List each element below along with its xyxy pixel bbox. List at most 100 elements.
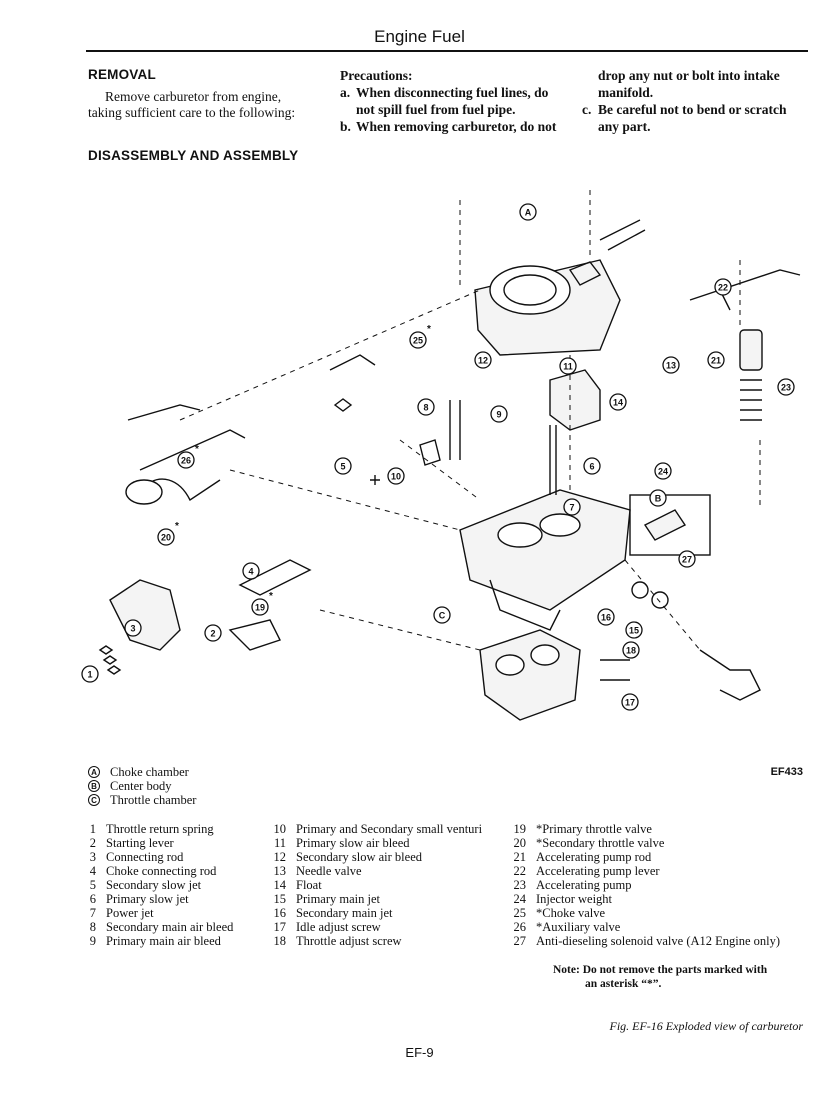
center-body-part <box>459 489 631 631</box>
removal-text-line2: taking sufficient care to the following: <box>88 105 296 120</box>
precaution-b-line2: drop any nut or bolt into intake <box>598 68 780 83</box>
callout-label-n17: 17 <box>625 698 635 708</box>
choke-chamber-part <box>474 219 646 356</box>
part-label: Throttle return spring <box>106 822 214 836</box>
callout-label-n4: 4 <box>248 567 253 577</box>
part-label: Secondary main air bleed <box>106 920 234 934</box>
callout-circle-n26 <box>177 451 195 469</box>
callout-circle-a <box>519 203 537 221</box>
part-list-item: 7 Power jet <box>78 906 233 920</box>
part-list-item: 15 Primary main jet <box>268 892 482 906</box>
part-number: 16 <box>273 906 287 920</box>
callout-label-n11: 11 <box>563 362 573 372</box>
part-number: 13 <box>273 864 287 878</box>
callout-circle-n9 <box>490 405 508 423</box>
part-number: 10 <box>273 822 287 836</box>
callout-circle-n3 <box>124 619 142 637</box>
part-label: Primary slow jet <box>106 892 189 906</box>
callout-label-n25: 25 <box>413 336 423 346</box>
callout-circle-n4 <box>242 562 260 580</box>
part-list-item: 6 Primary slow jet <box>78 892 233 906</box>
callout-label-n22: 22 <box>718 283 728 293</box>
callout-label-n10: 10 <box>391 472 401 482</box>
part-label: *Secondary throttle valve <box>536 836 665 850</box>
callout-label-n2: 2 <box>210 629 215 639</box>
part-label: Accelerating pump <box>536 878 632 892</box>
callout-label-n21: 21 <box>711 356 721 366</box>
precaution-b-line3: manifold. <box>598 85 654 100</box>
callout-label-n5: 5 <box>340 462 345 472</box>
part-number: 14 <box>273 878 287 892</box>
callout-label-n19: 19 <box>255 603 265 613</box>
figure-code: EF433 <box>770 766 803 778</box>
removal-heading: REMOVAL <box>88 67 156 82</box>
legend-key-c: C <box>88 794 100 806</box>
legend-key-b: B <box>88 780 100 792</box>
callout-circle-n5 <box>334 457 352 475</box>
precaution-b-line1: When removing carburetor, do not <box>356 119 557 134</box>
part-label: Primary slow air bleed <box>296 836 410 850</box>
callout-circle-n14 <box>609 393 627 411</box>
callout-label-n24: 24 <box>658 467 668 477</box>
precaution-c-line1: Be careful not to bend or scratch <box>598 102 787 117</box>
callout-circle-n2 <box>204 624 222 642</box>
part-list-item: 3 Connecting rod <box>78 850 233 864</box>
callout-circle-n22 <box>714 278 732 296</box>
part-number: 1 <box>89 822 96 836</box>
callout-circle-n24 <box>654 462 672 480</box>
part-number: 15 <box>273 892 287 906</box>
precaution-a-line2: not spill fuel from fuel pipe. <box>356 102 516 117</box>
part-list-item: 23 Accelerating pump <box>508 878 780 892</box>
part-number: 7 <box>89 906 96 920</box>
precaution-c-line2: any part. <box>598 119 651 134</box>
part-number: 21 <box>513 850 527 864</box>
part-label: Power jet <box>106 906 154 920</box>
callout-circle-n23 <box>777 378 795 396</box>
asterisk-mark: * <box>427 324 431 335</box>
part-list-item: 26*Auxiliary valve <box>508 920 780 934</box>
callout-circle-n11 <box>559 357 577 375</box>
legend-key-a: A <box>88 766 100 778</box>
part-list-item: 1 Throttle return spring <box>78 822 233 836</box>
callout-label-n15: 15 <box>629 626 639 636</box>
part-label: Float <box>296 878 322 892</box>
part-label: Connecting rod <box>106 850 184 864</box>
part-number: 17 <box>273 920 287 934</box>
callout-label-n9: 9 <box>496 410 501 420</box>
part-number: 2 <box>89 836 96 850</box>
callout-circle-n25 <box>409 331 427 349</box>
callout-circle-n7 <box>563 498 581 516</box>
part-label: Primary main jet <box>296 892 381 906</box>
part-label: Secondary main jet <box>296 906 393 920</box>
part-list-item: 11 Primary slow air bleed <box>268 836 482 850</box>
part-number: 3 <box>89 850 96 864</box>
part-number: 6 <box>89 892 96 906</box>
callout-circle-n15 <box>625 621 643 639</box>
part-list-item: 25*Choke valve <box>508 906 780 920</box>
part-list-item: 19*Primary throttle valve <box>508 822 780 836</box>
callout-circle-n1 <box>81 665 99 683</box>
part-label: Secondary slow jet <box>106 878 202 892</box>
asterisk-note: Note: Do not remove the parts marked wit… <box>553 963 767 991</box>
callout-label-n3: 3 <box>130 624 135 634</box>
callout-circle-n27 <box>678 550 696 568</box>
legend-label-c: Throttle chamber <box>110 792 197 807</box>
part-list-item: 16 Secondary main jet <box>268 906 482 920</box>
callout-label-n27: 27 <box>682 555 692 565</box>
callout-label-n18: 18 <box>626 646 636 656</box>
part-number: 11 <box>273 836 286 850</box>
part-number: 23 <box>513 878 527 892</box>
part-label: Needle valve <box>296 864 362 878</box>
